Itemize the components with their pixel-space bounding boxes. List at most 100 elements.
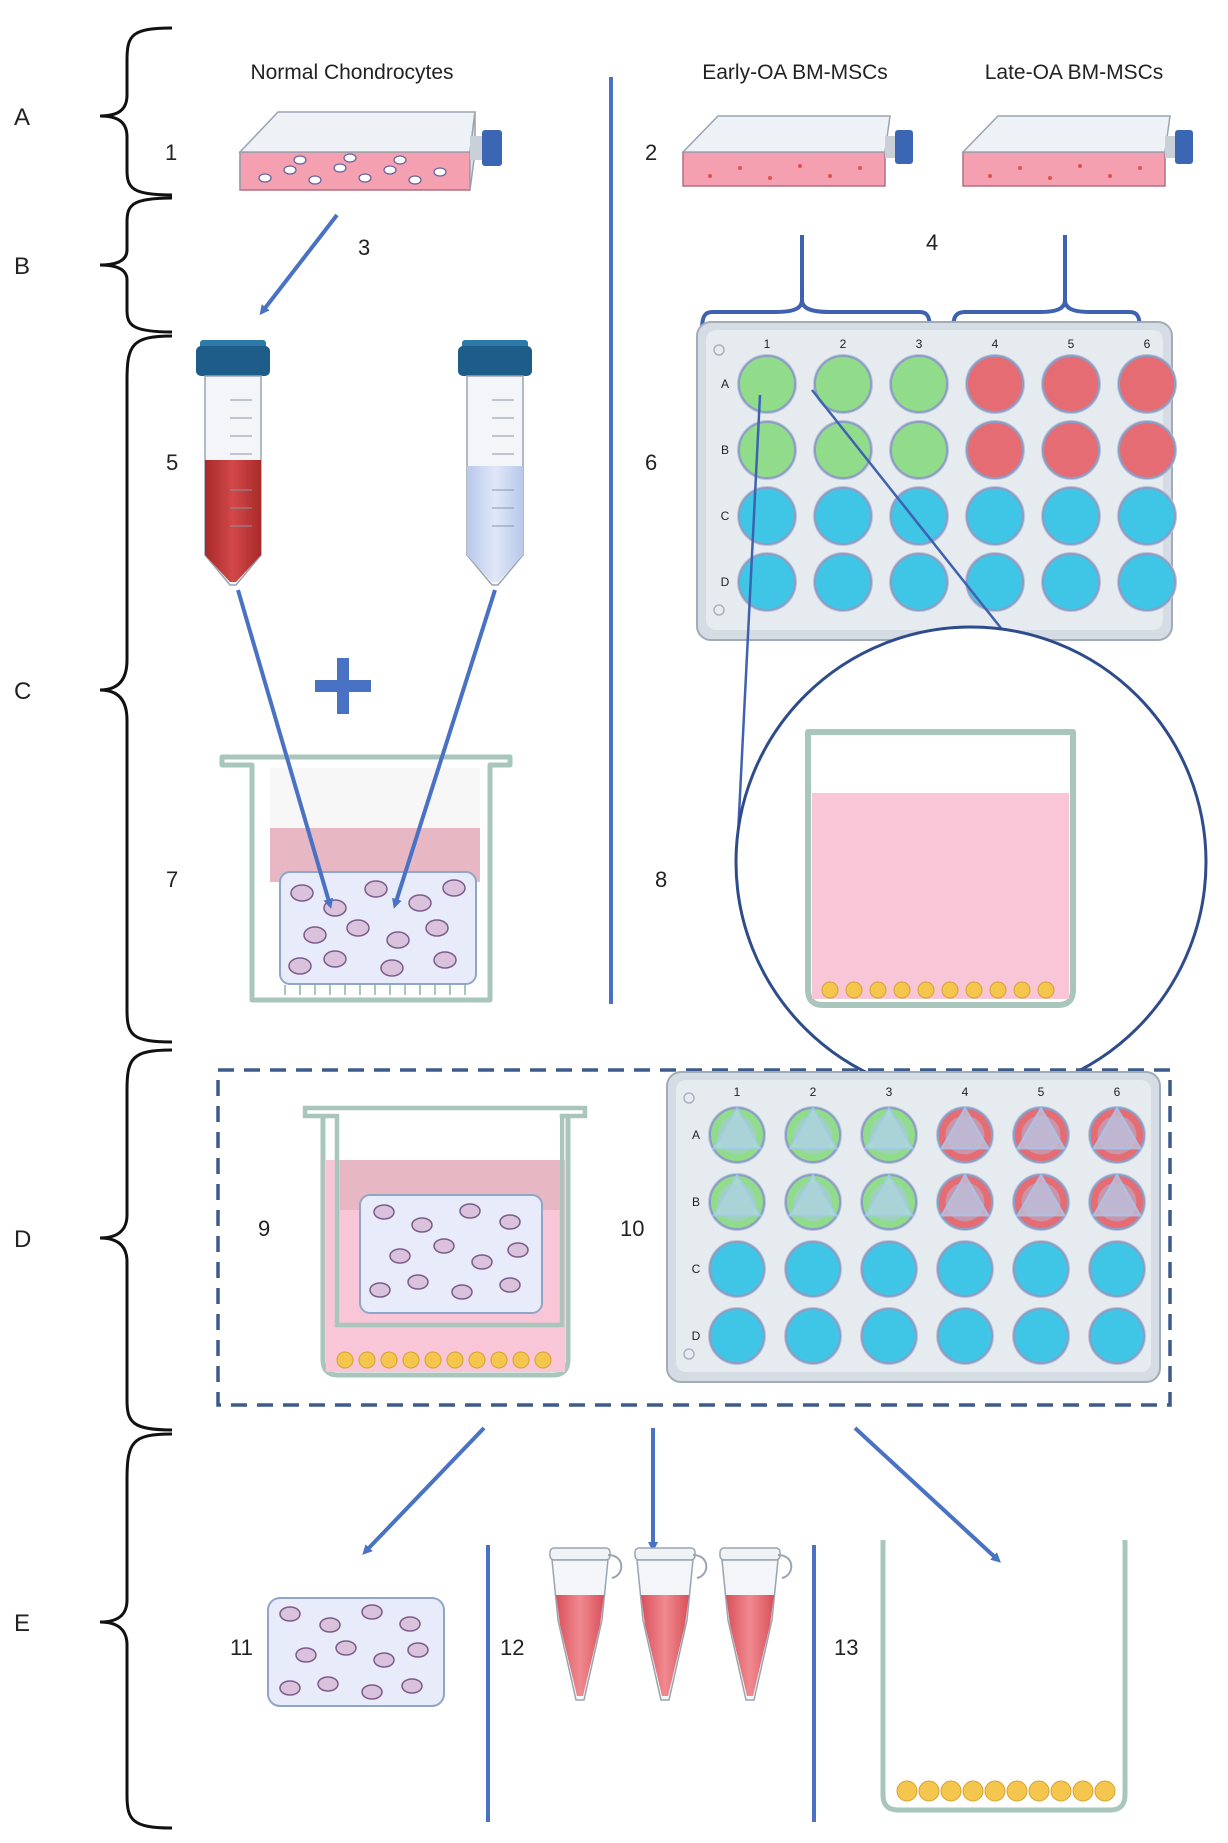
plate10-insert <box>787 1173 839 1217</box>
eppendorf-tubes-12 <box>549 1547 793 1701</box>
plate6-well <box>738 487 796 545</box>
insert-7-cells <box>288 879 466 977</box>
plate6-well <box>738 421 796 479</box>
arrow-to-insert-11 <box>362 1426 486 1555</box>
falcon-tube-red <box>196 340 270 586</box>
plate6-well <box>814 553 872 611</box>
plate6-well <box>890 553 948 611</box>
msc-cell <box>1006 1780 1028 1802</box>
plate10-insert <box>863 1106 915 1150</box>
plate10-insert-membrane <box>945 1182 985 1222</box>
plate10-insert-membrane <box>793 1182 833 1222</box>
msc-cell <box>918 1780 940 1802</box>
eppendorf-tube <box>719 1547 793 1701</box>
msc-cell <box>402 1351 420 1369</box>
msc-cell <box>490 1351 508 1369</box>
msc-cell <box>940 1780 962 1802</box>
plate10-insert <box>711 1106 763 1150</box>
plate6-well <box>890 421 948 479</box>
plate6-row-label: A <box>721 377 729 391</box>
brace-e <box>99 1432 173 1830</box>
dashed-box-d <box>216 1068 1172 1407</box>
plate6-well <box>1118 553 1176 611</box>
plate6-well <box>966 355 1024 413</box>
msc-cell <box>1028 1780 1050 1802</box>
msc-cell <box>424 1351 442 1369</box>
arrow-red-tube-to-insert <box>236 589 334 909</box>
section-label-e: E <box>14 1610 30 1637</box>
plate10-row-label: C <box>692 1262 701 1276</box>
header-normal-chondrocytes: Normal Chondrocytes <box>250 61 453 84</box>
msc-cell <box>380 1351 398 1369</box>
plate6-well <box>966 421 1024 479</box>
plate6-row-label: B <box>721 443 729 457</box>
msc-cell <box>893 981 911 999</box>
msc-cell <box>984 1780 1006 1802</box>
msc-cell <box>965 981 983 999</box>
msc-cell <box>1094 1780 1116 1802</box>
plate10-well <box>937 1241 993 1297</box>
arrow-to-well-13 <box>853 1426 1001 1563</box>
plate10-well <box>785 1308 841 1364</box>
plate6-col-label: 3 <box>916 337 923 351</box>
plate10-col-label: 3 <box>886 1085 893 1099</box>
section-label-b: B <box>14 253 30 280</box>
plate10-well <box>861 1241 917 1297</box>
plate10-insert-membrane <box>717 1115 757 1155</box>
step-7: 7 <box>166 867 178 892</box>
plate10-insert-membrane <box>1097 1115 1137 1155</box>
plate10-insert <box>1091 1106 1143 1150</box>
brace-c <box>99 334 173 1044</box>
plate10-col-label: 1 <box>734 1085 741 1099</box>
plate6-well <box>1042 487 1100 545</box>
plate10-well <box>861 1308 917 1364</box>
msc-cell <box>962 1780 984 1802</box>
plate10-insert <box>1015 1106 1067 1150</box>
brace-b <box>99 196 173 334</box>
plate6-well <box>890 355 948 413</box>
zoom-circle-8 <box>734 625 1208 1099</box>
well-13 <box>880 1540 1128 1813</box>
plate10-insert <box>1091 1173 1143 1217</box>
plate10-well <box>709 1308 765 1364</box>
plate10-col-label: 6 <box>1114 1085 1121 1099</box>
plate10-col-label: 2 <box>810 1085 817 1099</box>
plate6-well <box>890 487 948 545</box>
step-2: 2 <box>645 140 657 165</box>
plate6-well <box>1118 487 1176 545</box>
plate6-row-label: D <box>721 575 730 589</box>
plate10-well <box>1089 1241 1145 1297</box>
step-9: 9 <box>258 1216 270 1241</box>
plate6-well <box>1118 355 1176 413</box>
msc-cell <box>1037 981 1055 999</box>
msc-cell <box>512 1351 530 1369</box>
plate10-insert <box>787 1106 839 1150</box>
falcon-tube-blue <box>458 340 532 586</box>
plate6-col-label: 6 <box>1144 337 1151 351</box>
plate6-well <box>966 487 1024 545</box>
msc-cell <box>917 981 935 999</box>
transwell-insert-7 <box>219 754 513 1003</box>
msc-cell <box>989 981 1007 999</box>
plate6-well <box>966 553 1024 611</box>
step-8: 8 <box>655 867 667 892</box>
flask-normal <box>238 111 502 191</box>
msc-cell <box>896 1780 918 1802</box>
plate10-insert <box>863 1173 915 1217</box>
msc-cell <box>534 1351 552 1369</box>
section-label-d: D <box>14 1226 31 1253</box>
msc-cell <box>468 1351 486 1369</box>
msc-cell <box>1013 981 1031 999</box>
plate10-well <box>1013 1308 1069 1364</box>
msc-cell <box>941 981 959 999</box>
header-late-oa: Late-OA BM-MSCs <box>985 61 1164 84</box>
plate10-well <box>785 1241 841 1297</box>
plate10-col-label: 4 <box>962 1085 969 1099</box>
step-10: 10 <box>620 1216 644 1241</box>
plate6-well <box>1118 421 1176 479</box>
plate10-insert-membrane <box>1021 1115 1061 1155</box>
plate10-well <box>709 1241 765 1297</box>
plate10-row-label: B <box>692 1195 700 1209</box>
